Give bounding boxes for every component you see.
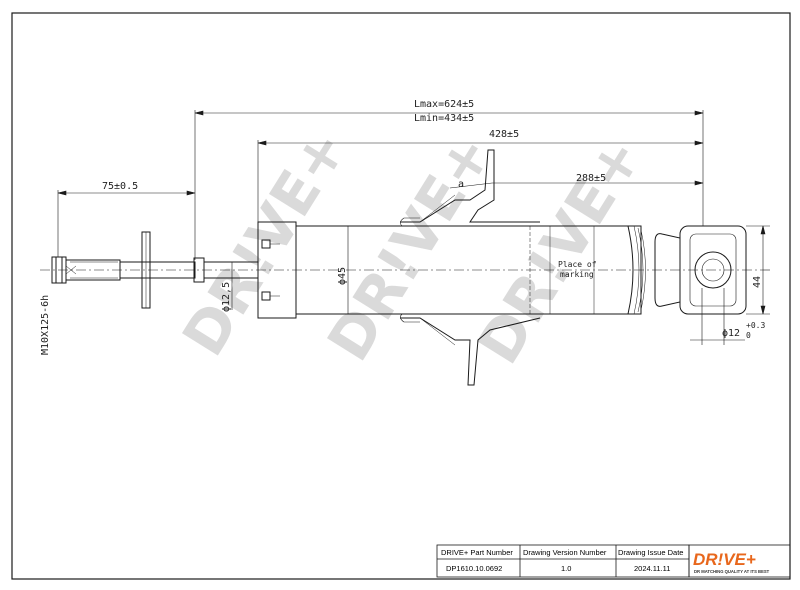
tb-header-version: Drawing Version Number: [523, 548, 607, 557]
dim-eye-tol-lower: 0: [746, 331, 751, 340]
dimension-lines: [51, 110, 770, 345]
dim-lmax: Lmax=624±5: [414, 99, 474, 110]
shock-absorber-outline: [40, 149, 770, 386]
tb-value-issue-date: 2024.11.11: [634, 564, 670, 573]
tb-header-part-number: DRIVE+ Part Number: [441, 548, 513, 557]
drawing-border: [11, 12, 791, 580]
drive-plus-logo: DR!VE+: [693, 550, 756, 569]
dim-body-diameter: ϕ45: [337, 267, 348, 285]
dim-angle: a: [458, 179, 464, 190]
logo-tagline: DR MATCHING QUALITY AT ITS BEST: [694, 569, 770, 574]
dim-rod-diameter: ϕ12,5: [221, 282, 232, 312]
title-block: [436, 544, 791, 578]
marking-label-2: marking: [560, 270, 594, 279]
tb-value-version: 1.0: [561, 564, 571, 573]
dim-eye-bore: ϕ12: [722, 328, 740, 339]
dim-body-length: 428±5: [489, 129, 519, 140]
dim-eye-width: 44: [752, 276, 763, 288]
dim-rod-end: 75±0.5: [102, 181, 138, 192]
tb-header-issue-date: Drawing Issue Date: [618, 548, 683, 557]
dim-eye-tol-upper: +0.3: [746, 321, 765, 330]
dim-thread: M10X125-6h: [40, 295, 51, 355]
watermark-group: DR!VE+ DR!VE+ DR!VE+: [169, 117, 655, 375]
tb-value-part-number: DP1610.10.0692: [446, 564, 502, 573]
dim-mount-offset: 288±5: [576, 173, 606, 184]
marking-label-1: Place of: [558, 260, 597, 269]
dim-lmin: Lmin=434±5: [414, 113, 474, 124]
